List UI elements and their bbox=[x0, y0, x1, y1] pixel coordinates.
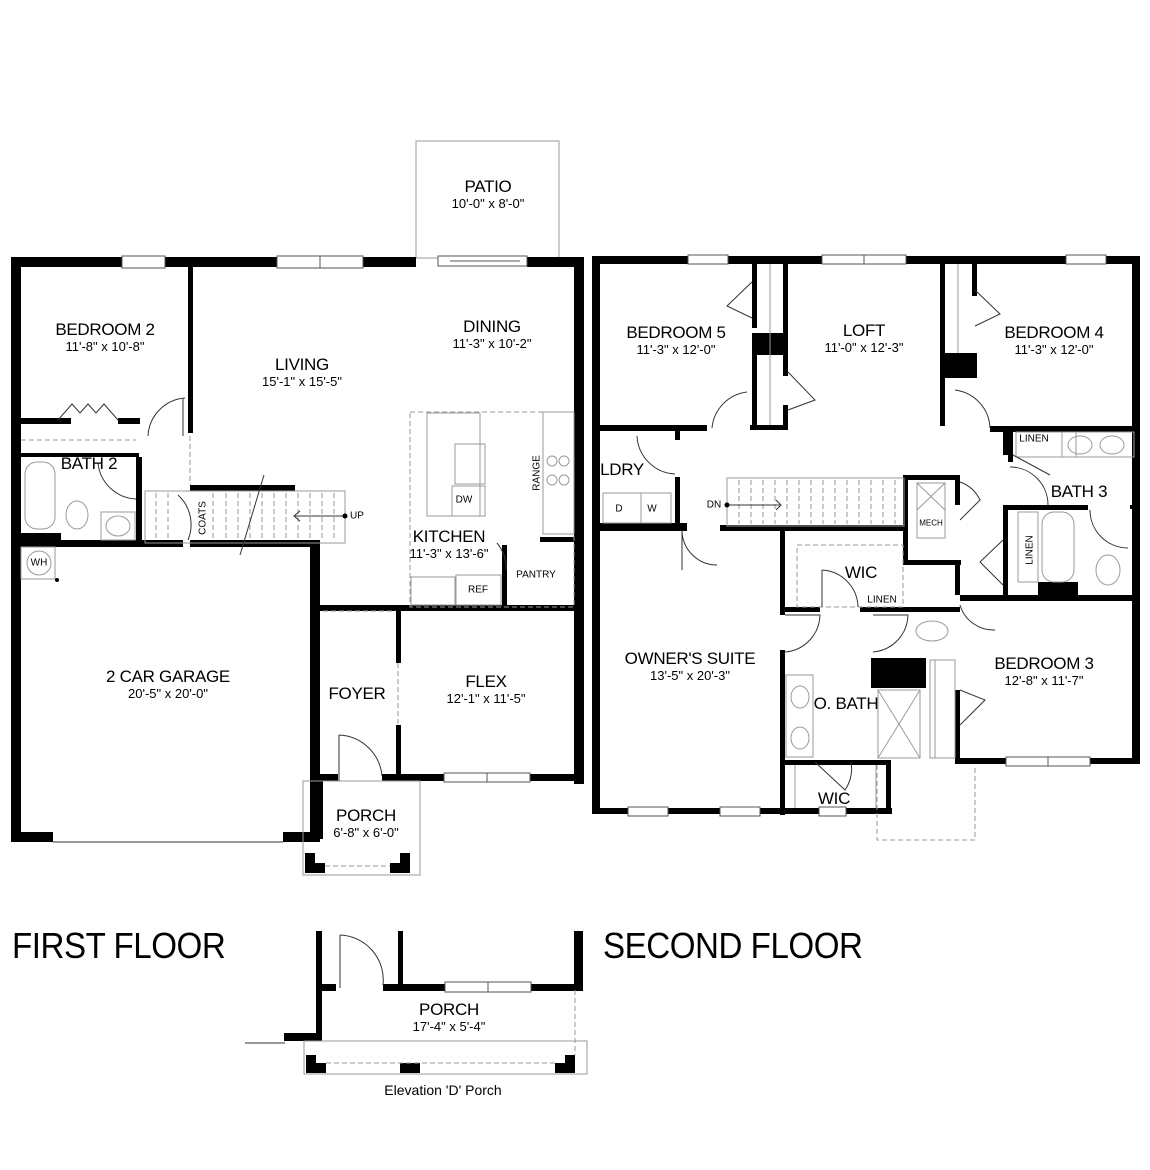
room-label-wic-bottom: WIC bbox=[817, 789, 851, 809]
room-dims: 6'-8" x 6'-0" bbox=[333, 824, 399, 840]
room-name: 2 CAR GARAGE bbox=[106, 667, 230, 686]
room-name: BEDROOM 3 bbox=[994, 654, 1094, 673]
first-floor-stairs bbox=[144, 474, 348, 556]
linen-closet-bath3-label: LINEN bbox=[1019, 433, 1049, 445]
room-name: BEDROOM 5 bbox=[626, 323, 726, 342]
first-floor-windows bbox=[53, 255, 531, 843]
first-floor-title: FIRST FLOOR bbox=[12, 925, 226, 966]
room-label-porch: PORCH 6'-8" x 6'-0" bbox=[333, 806, 399, 840]
room-name: LIVING bbox=[275, 355, 329, 374]
stairs-up-label: UP bbox=[350, 510, 364, 522]
pantry-label: PANTRY bbox=[516, 569, 556, 581]
room-label-flex: FLEX 12'-1" x 11'-5" bbox=[446, 672, 526, 706]
room-dims: 11'-8" x 10'-8" bbox=[65, 338, 145, 354]
room-label-loft: LOFT 11'-0" x 12'-3" bbox=[824, 321, 904, 355]
room-name: FLEX bbox=[465, 672, 507, 691]
dryer-label: D bbox=[615, 503, 623, 515]
room-name: WIC bbox=[817, 789, 851, 808]
second-floor-title: SECOND FLOOR bbox=[603, 925, 863, 966]
second-floor-windows bbox=[627, 254, 1107, 817]
room-dims: 11'-3" x 12'-0" bbox=[1014, 341, 1094, 357]
elevation-porch-caption: Elevation 'D' Porch bbox=[384, 1082, 502, 1098]
room-label-foyer: FOYER bbox=[328, 684, 386, 704]
room-dims: 11'-3" x 13'-6" bbox=[409, 545, 489, 561]
washer-label: W bbox=[647, 503, 657, 515]
room-dims: 17'-4" x 5'-4" bbox=[412, 1018, 486, 1034]
second-floor-stairs bbox=[724, 477, 905, 527]
room-label-bedroom-3: BEDROOM 3 12'-8" x 11'-7" bbox=[994, 654, 1094, 688]
room-name: BATH 2 bbox=[60, 454, 118, 473]
linen-closet-wic-label: LINEN bbox=[867, 594, 897, 606]
room-label-owners-suite: OWNER'S SUITE 13'-5" x 20'-3" bbox=[624, 649, 756, 683]
linen-closet-hall-label: LINEN bbox=[1024, 535, 1036, 565]
refrigerator-label: REF bbox=[468, 584, 488, 596]
room-label-living: LIVING 15'-1" x 15'-5" bbox=[262, 355, 342, 389]
room-dims: 11'-3" x 12'-0" bbox=[636, 341, 716, 357]
kitchen-fixtures bbox=[409, 411, 575, 608]
room-label-kitchen: KITCHEN 11'-3" x 13'-6" bbox=[409, 527, 489, 561]
room-name: O. BATH bbox=[813, 694, 879, 713]
room-dims: 12'-8" x 11'-7" bbox=[1004, 672, 1084, 688]
room-label-elevation-porch: PORCH 17'-4" x 5'-4" bbox=[412, 1000, 486, 1034]
stairs-down-label: DN bbox=[706, 499, 722, 511]
room-name: PATIO bbox=[464, 177, 512, 196]
mech-label: MECH bbox=[919, 518, 943, 528]
room-name: BEDROOM 2 bbox=[55, 320, 155, 339]
room-dims: 11'-3" x 10'-2" bbox=[452, 335, 532, 351]
elevation-porch-walls bbox=[284, 931, 583, 1073]
room-dims: 12'-1" x 11'-5" bbox=[446, 690, 526, 706]
room-dims: 20'-5" x 20'-0" bbox=[128, 685, 208, 701]
room-label-bedroom-5: BEDROOM 5 11'-3" x 12'-0" bbox=[626, 323, 726, 357]
room-label-bedroom-2: BEDROOM 2 11'-8" x 10'-8" bbox=[55, 320, 155, 354]
room-dims: 10'-0" x 8'-0" bbox=[451, 195, 525, 211]
room-name: PORCH bbox=[336, 806, 396, 825]
room-label-laundry: LDRY bbox=[600, 460, 644, 480]
room-name: BATH 3 bbox=[1050, 482, 1108, 501]
room-dims: 13'-5" x 20'-3" bbox=[650, 667, 730, 683]
room-name: LDRY bbox=[600, 460, 644, 479]
room-label-garage: 2 CAR GARAGE 20'-5" x 20'-0" bbox=[106, 667, 230, 701]
room-label-wic-top: WIC bbox=[844, 563, 878, 583]
room-label-bath-2: BATH 2 bbox=[60, 454, 118, 474]
room-label-patio: PATIO 10'-0" x 8'-0" bbox=[451, 177, 525, 211]
room-dims: 15'-1" x 15'-5" bbox=[262, 373, 342, 389]
dishwasher-label: DW bbox=[455, 494, 473, 506]
room-name: WIC bbox=[844, 563, 878, 582]
room-label-owners-bath: O. BATH bbox=[813, 694, 879, 714]
room-name: PORCH bbox=[419, 1000, 479, 1019]
room-label-bath-3: BATH 3 bbox=[1050, 482, 1108, 502]
room-name: LOFT bbox=[842, 321, 886, 340]
room-label-bedroom-4: BEDROOM 4 11'-3" x 12'-0" bbox=[1004, 323, 1104, 357]
range-label: RANGE bbox=[531, 455, 543, 491]
water-heater-label: WH bbox=[30, 557, 48, 569]
room-name: FOYER bbox=[328, 684, 386, 703]
room-label-dining: DINING 11'-3" x 10'-2" bbox=[452, 317, 532, 351]
room-dims: 11'-0" x 12'-3" bbox=[824, 339, 904, 355]
room-name: DINING bbox=[463, 317, 521, 336]
coats-closet-label: COATS bbox=[197, 501, 209, 535]
room-name: BEDROOM 4 bbox=[1004, 323, 1104, 342]
room-name: OWNER'S SUITE bbox=[624, 649, 756, 668]
room-name: KITCHEN bbox=[412, 527, 486, 546]
